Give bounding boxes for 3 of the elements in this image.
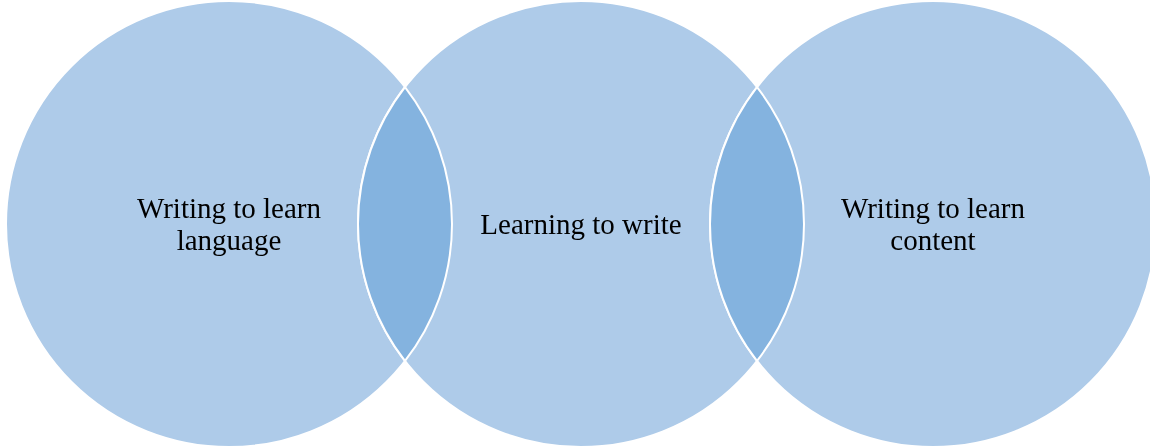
circle-label: Learning to write xyxy=(479,207,683,241)
circle-label: Writing to learn content xyxy=(839,191,1027,257)
circle-label: Writing to learn language xyxy=(135,191,323,257)
